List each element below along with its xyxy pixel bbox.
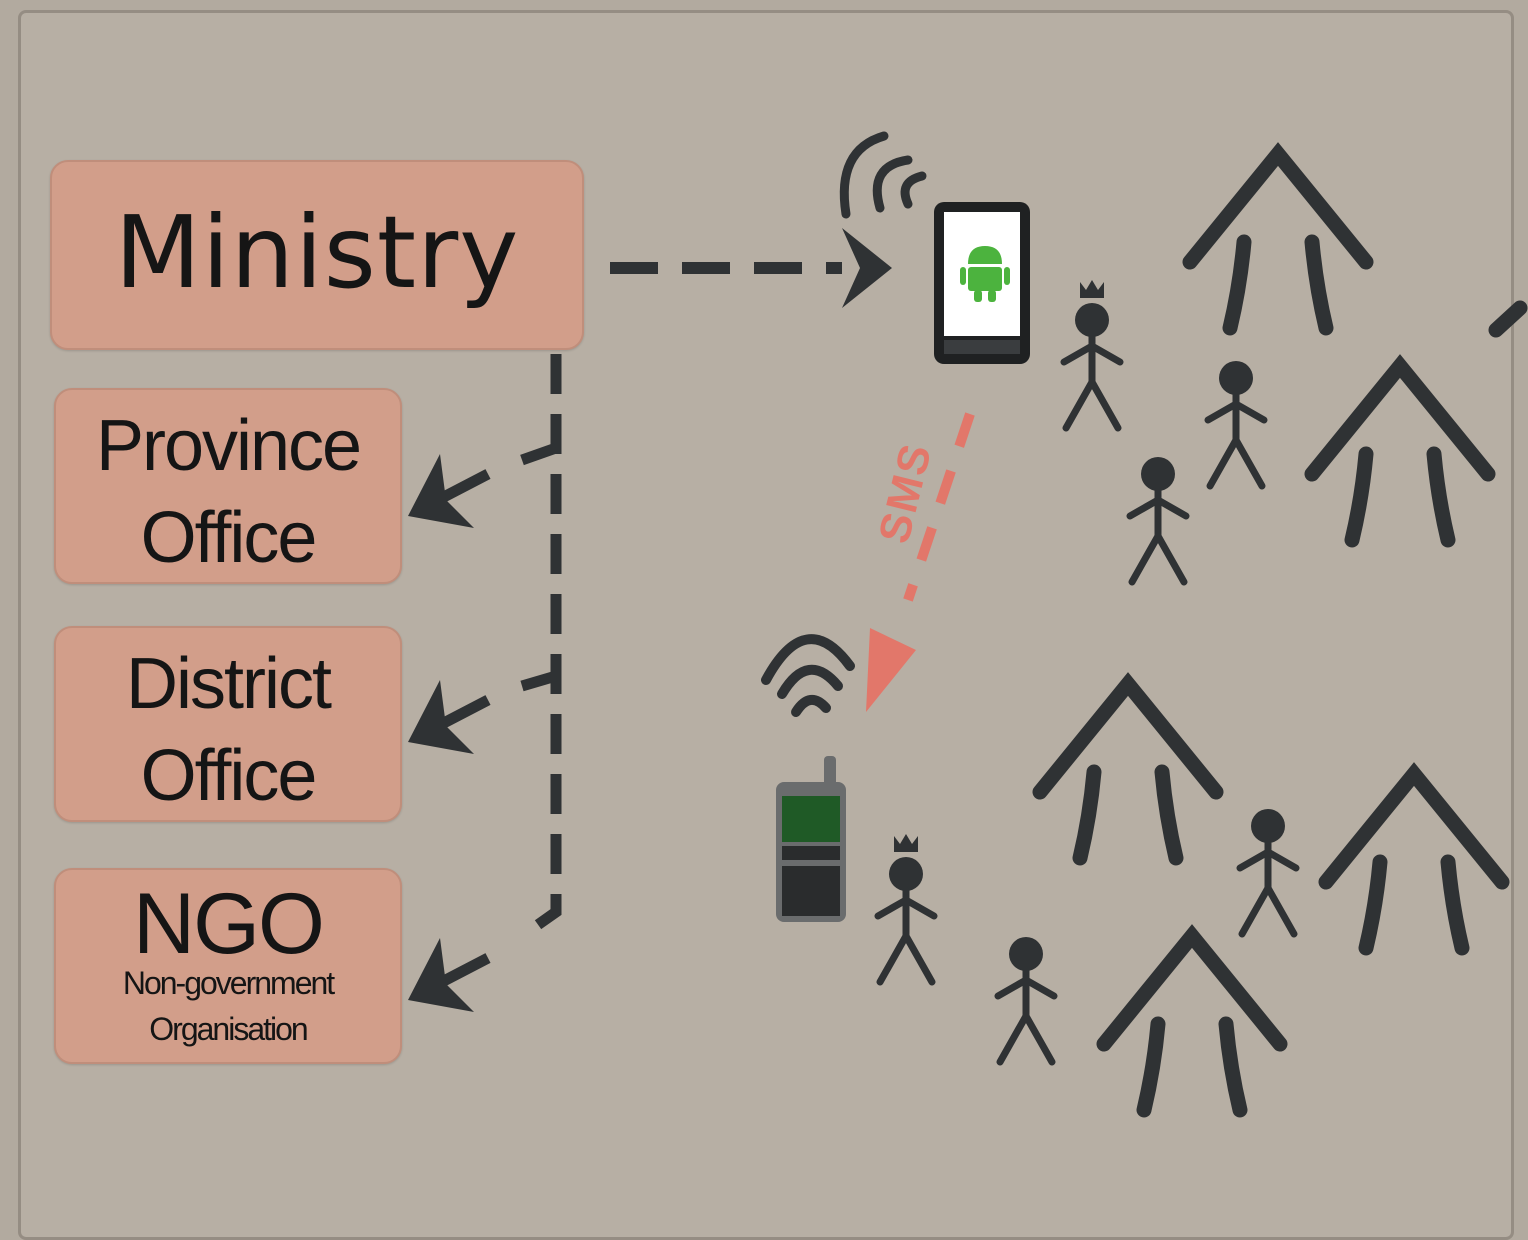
ngo-title: NGO — [133, 876, 325, 972]
wireless-signal-icon — [839, 131, 927, 219]
distribution-arrows — [408, 354, 562, 1012]
ministry-label: Ministry — [114, 194, 520, 311]
ministry-to-phone-arrow — [610, 228, 892, 308]
person-icon — [998, 937, 1054, 1062]
hut-icon — [1104, 936, 1280, 1110]
hut-icon — [1312, 366, 1488, 540]
person-icon — [1130, 457, 1186, 582]
sms-arrow — [866, 412, 975, 712]
district-label-line-1: District — [126, 644, 332, 724]
chief-person-icon — [1064, 280, 1120, 428]
ngo-subtitle-line-1: Non-government — [122, 965, 335, 1001]
hut-icon — [1488, 300, 1528, 338]
person-icon — [1240, 809, 1296, 934]
hut-icon — [1190, 154, 1366, 328]
province-label-line-2: Office — [140, 498, 318, 578]
hut-icon — [1040, 684, 1216, 858]
person-icon — [1208, 361, 1264, 486]
arrow-to-ngo — [408, 938, 491, 1012]
android-smartphone-icon — [934, 202, 1030, 364]
province-office-box: Province Office — [54, 388, 402, 584]
province-label-line-1: Province — [95, 406, 362, 486]
district-office-box: District Office — [54, 626, 402, 822]
arrow-to-district — [408, 680, 491, 754]
ngo-subtitle-line-2: Organisation — [149, 1011, 308, 1047]
wireless-signal-icon — [761, 634, 855, 717]
mobile-phone-icon — [776, 756, 846, 922]
district-label-line-2: Office — [140, 736, 318, 816]
ministry-box: Ministry — [50, 160, 584, 350]
hut-icon — [1326, 774, 1502, 948]
arrow-to-province — [408, 454, 491, 528]
ngo-box: NGO Non-government Organisation — [54, 868, 402, 1064]
chief-person-icon — [878, 834, 934, 982]
